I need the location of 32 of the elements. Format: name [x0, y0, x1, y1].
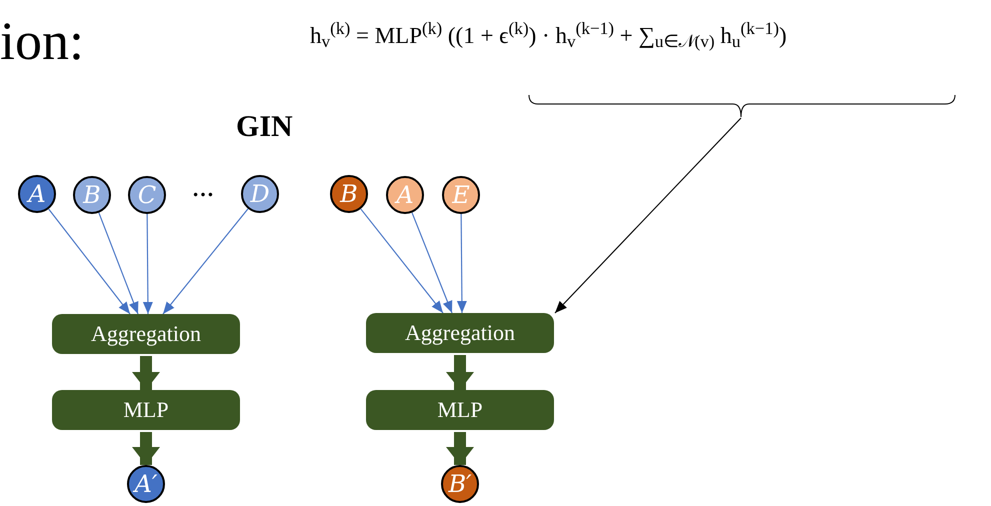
box-label: Aggregation	[405, 322, 515, 344]
node-label: C	[138, 183, 156, 207]
node-label: D	[250, 182, 270, 206]
arrow	[446, 432, 474, 465]
arrow	[360, 208, 444, 314]
node-label: A	[28, 182, 46, 206]
node-label: A	[396, 183, 414, 207]
arrow	[132, 432, 160, 465]
process-box	[366, 313, 554, 353]
node-label: E	[452, 183, 470, 207]
box-label: Aggregation	[91, 323, 201, 345]
node-label: B	[83, 183, 101, 207]
arrow	[132, 356, 160, 390]
node-label: B′	[448, 472, 472, 496]
arrow	[98, 212, 139, 314]
partial-heading: ion:	[0, 14, 84, 68]
process-box	[52, 390, 240, 430]
arrow	[142, 214, 153, 314]
arrow	[554, 118, 742, 314]
ellipsis: …	[192, 178, 214, 200]
arrow	[412, 212, 453, 314]
node-label: A′	[134, 472, 158, 496]
box-label: MLP	[123, 399, 169, 421]
arrow	[48, 208, 130, 314]
process-box	[52, 314, 240, 354]
box-label: MLP	[437, 399, 483, 421]
arrow	[162, 208, 248, 314]
arrow	[446, 355, 474, 390]
arrow	[456, 214, 467, 313]
process-box	[366, 390, 554, 430]
node-label: B	[340, 182, 358, 206]
heading: GIN	[236, 112, 293, 142]
